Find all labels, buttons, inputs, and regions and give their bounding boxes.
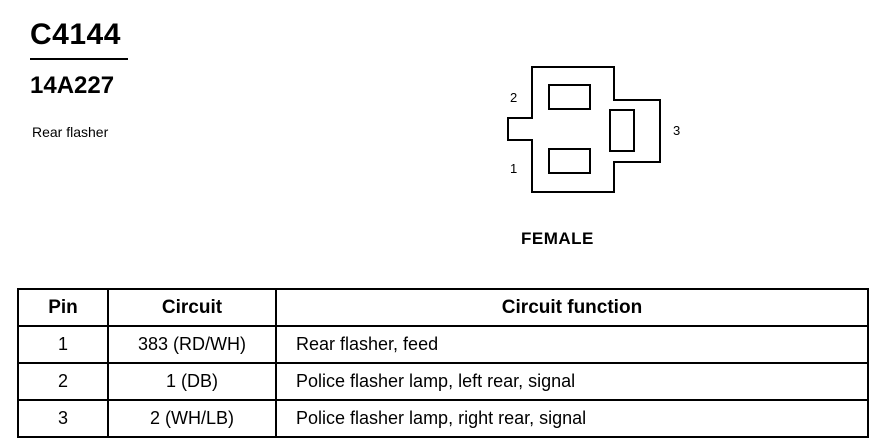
cell-circuit: 383 (RD/WH): [107, 325, 277, 364]
cell-function: Police flasher lamp, left rear, signal: [275, 362, 869, 401]
terminal-cavity-3: [609, 109, 635, 152]
header-circuit-function: Circuit function: [275, 288, 869, 327]
cell-function: Rear flasher, feed: [275, 325, 869, 364]
table-row: 1 383 (RD/WH) Rear flasher, feed: [17, 325, 869, 364]
connector-housing-outline: [507, 66, 661, 193]
cell-circuit: 1 (DB): [107, 362, 277, 401]
title-underline: [30, 58, 128, 60]
cell-pin: 3: [17, 399, 109, 438]
header-pin: Pin: [17, 288, 109, 327]
pin-label-3: 3: [673, 123, 680, 138]
terminal-cavity-1: [548, 148, 591, 174]
pin-table: Pin Circuit Circuit function 1 383 (RD/W…: [17, 288, 869, 438]
pin-label-1: 1: [510, 161, 517, 176]
table-row: 3 2 (WH/LB) Police flasher lamp, right r…: [17, 399, 869, 438]
pin-label-2: 2: [510, 90, 517, 105]
cell-pin: 1: [17, 325, 109, 364]
connector-id: C4144: [30, 18, 121, 51]
connector-description: Rear flasher: [32, 124, 109, 140]
part-number: 14A227: [30, 72, 115, 99]
table-row: 2 1 (DB) Police flasher lamp, left rear,…: [17, 362, 869, 401]
header-circuit: Circuit: [107, 288, 277, 327]
cell-function: Police flasher lamp, right rear, signal: [275, 399, 869, 438]
gender-label: FEMALE: [521, 229, 594, 248]
terminal-cavity-2: [548, 84, 591, 110]
table-header-row: Pin Circuit Circuit function: [17, 288, 869, 327]
cell-pin: 2: [17, 362, 109, 401]
connector-face-diagram: 2 3 1: [507, 66, 680, 193]
cell-circuit: 2 (WH/LB): [107, 399, 277, 438]
